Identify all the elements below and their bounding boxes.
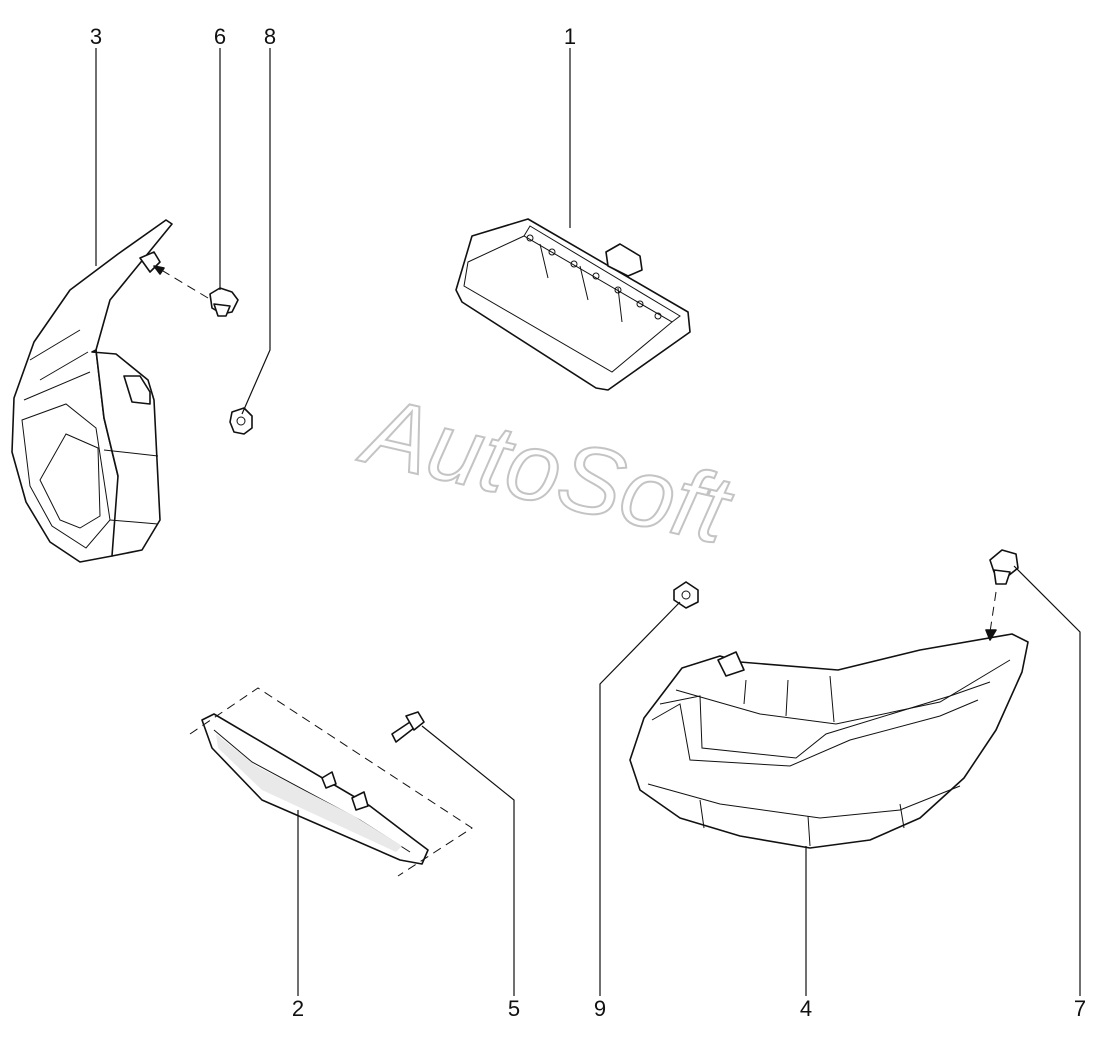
- callout-9: 9: [594, 996, 606, 1021]
- part-9-nut[interactable]: [673, 581, 699, 609]
- leader-5: [421, 725, 515, 996]
- part-4-right-rear-lamp[interactable]: [629, 633, 1029, 849]
- part-7-assembly-arrow: [989, 591, 997, 633]
- part-7-arrow-head: [985, 629, 997, 641]
- part-5-screw[interactable]: [391, 711, 425, 743]
- callout-3: 3: [90, 24, 102, 49]
- callout-7: 7: [1074, 996, 1086, 1021]
- callout-4: 4: [800, 996, 812, 1021]
- callout-5: 5: [508, 996, 520, 1021]
- part-2-dashed-frame: [189, 687, 473, 877]
- part-3-left-rear-lamp[interactable]: [11, 219, 173, 563]
- part-6-assembly-arrow: [157, 267, 209, 299]
- part-6-arrow-head: [153, 265, 165, 275]
- part-1-high-mount-stop-lamp[interactable]: [455, 218, 691, 391]
- callout-1: 1: [564, 24, 576, 49]
- watermark: AutoSoft: [351, 376, 742, 565]
- callout-2: 2: [292, 996, 304, 1021]
- callout-6: 6: [214, 24, 226, 49]
- part-6-clip[interactable]: [209, 287, 239, 317]
- leader-7: [1013, 565, 1081, 996]
- part-7-clip[interactable]: [989, 549, 1019, 585]
- leader-8: [241, 48, 271, 415]
- part-8-nut[interactable]: [229, 407, 253, 435]
- callout-8: 8: [264, 24, 276, 49]
- part-2-reflector[interactable]: [201, 713, 429, 865]
- leader-9: [599, 601, 681, 996]
